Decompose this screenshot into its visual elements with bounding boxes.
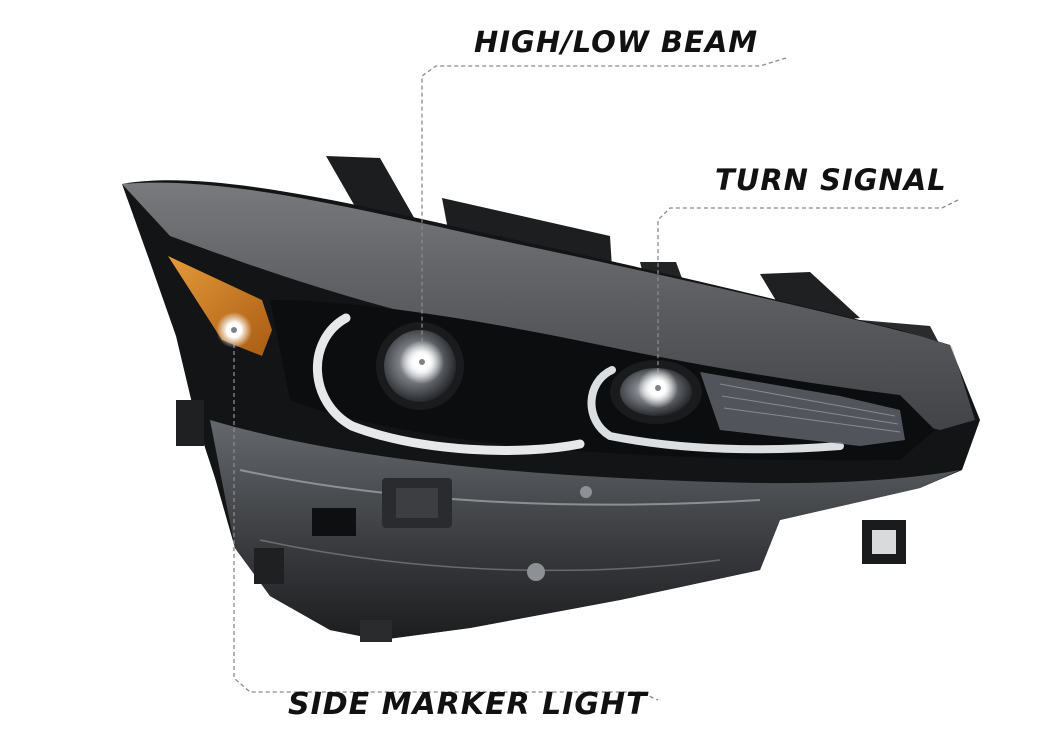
highlight-dots	[216, 312, 678, 408]
drl-light-guides	[312, 313, 844, 455]
housing-details	[176, 400, 906, 642]
turn-signal-label: TURN SIGNAL	[715, 163, 947, 197]
leader-lines	[233, 57, 959, 701]
side-marker-light-label: SIDE MARKER LIGHT	[288, 687, 648, 722]
high-low-beam-label: HIGH/LOW BEAM	[474, 25, 759, 59]
